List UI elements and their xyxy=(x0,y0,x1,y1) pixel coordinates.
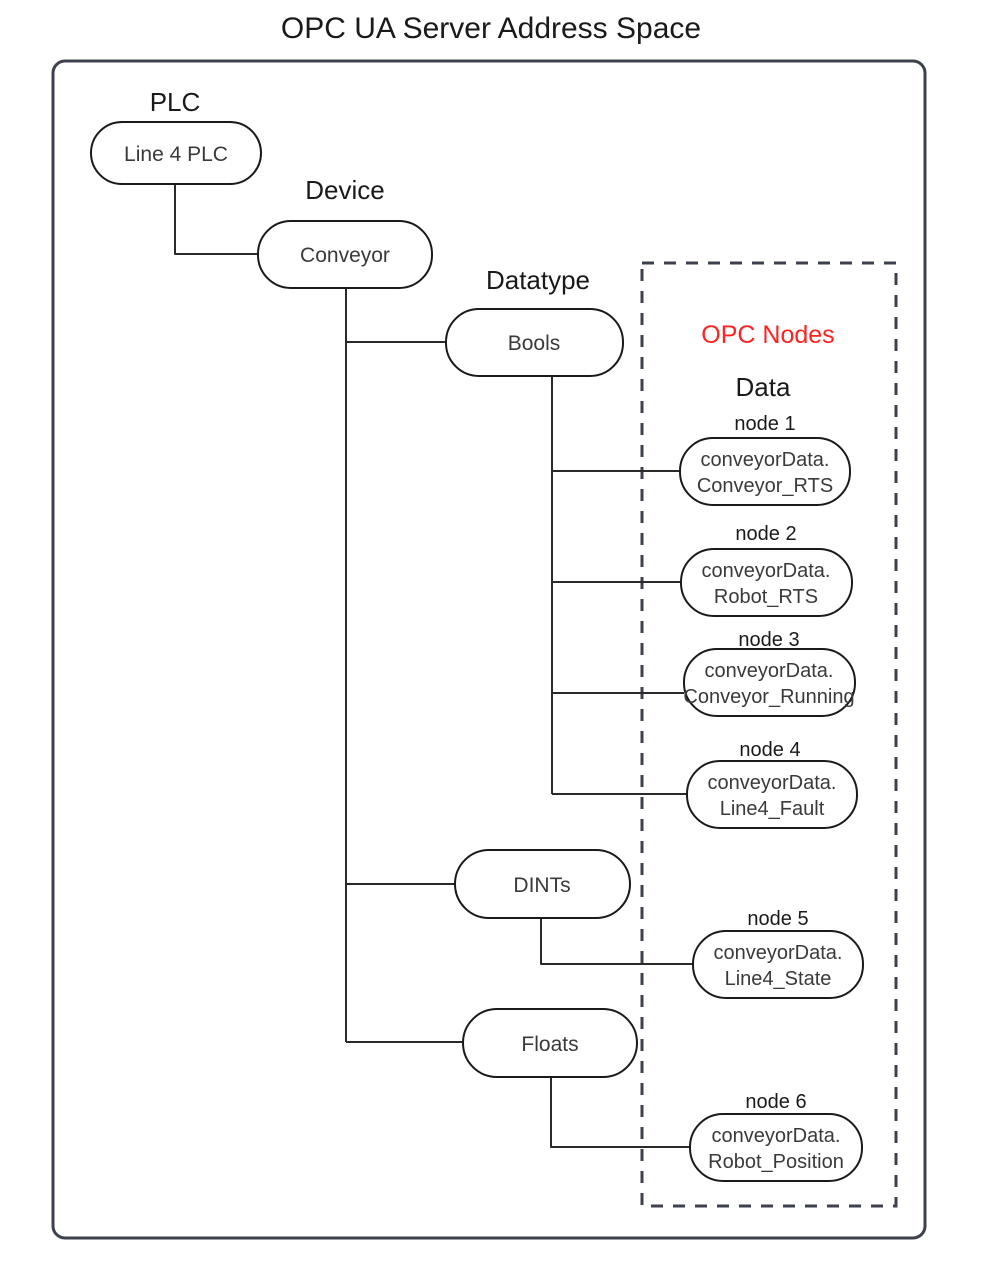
opc-node-1-line2: Conveyor_RTS xyxy=(697,475,833,497)
node-datatype-floats-label: Floats xyxy=(521,1033,578,1056)
opc-node-4[interactable]: node 4 conveyorData. Line4_Fault xyxy=(686,739,858,829)
opc-node-3-shape xyxy=(683,648,856,717)
group-label-opc-nodes: OPC Nodes xyxy=(701,321,834,349)
opc-node-2-shape xyxy=(680,548,853,617)
group-label-datatype: Datatype xyxy=(486,265,590,295)
node-plc-shape xyxy=(90,121,262,185)
node-datatype-floats[interactable]: Floats xyxy=(462,1008,638,1078)
node-datatype-bools-shape xyxy=(445,308,624,377)
node-datatype-dints[interactable]: DINTs xyxy=(454,849,631,919)
node-device-label: Conveyor xyxy=(300,244,390,267)
node-plc[interactable]: Line 4 PLC xyxy=(90,121,262,185)
node-datatype-floats-shape xyxy=(462,1008,638,1078)
opc-node-6[interactable]: node 6 conveyorData. Robot_Position xyxy=(689,1091,863,1182)
opc-node-1-caption: node 1 xyxy=(734,413,795,435)
connector-floats-to-node-6 xyxy=(550,1077,690,1148)
group-label-device: Device xyxy=(305,175,384,205)
node-device-shape xyxy=(257,220,433,289)
node-plc-label: Line 4 PLC xyxy=(124,143,228,166)
opc-node-2[interactable]: node 2 conveyorData. Robot_RTS xyxy=(680,523,853,617)
connector-plc-to-device xyxy=(174,182,258,255)
node-datatype-dints-shape xyxy=(454,849,631,919)
group-label-plc: PLC xyxy=(150,87,201,117)
opc-node-3-line2: Conveyor_Running xyxy=(683,686,854,708)
node-datatype-bools-label: Bools xyxy=(508,332,561,355)
opc-node-2-line1: conveyorData. xyxy=(702,560,831,582)
opc-node-1[interactable]: node 1 conveyorData. Conveyor_RTS xyxy=(679,413,851,506)
opc-node-1-shape xyxy=(679,437,851,506)
node-device[interactable]: Conveyor xyxy=(257,220,433,289)
node-datatype-dints-label: DINTs xyxy=(513,874,570,897)
opc-nodes-region xyxy=(640,261,898,1208)
opc-node-5-line2: Line4_State xyxy=(725,968,832,990)
opc-node-2-line2: Robot_RTS xyxy=(714,586,818,608)
opc-node-2-caption: node 2 xyxy=(735,523,796,545)
opc-node-4-line2: Line4_Fault xyxy=(720,798,825,820)
opc-node-4-caption: node 4 xyxy=(739,739,800,761)
opc-node-5[interactable]: node 5 conveyorData. Line4_State xyxy=(692,908,864,999)
opc-node-3-caption: node 3 xyxy=(738,629,799,651)
opc-node-3-line1: conveyorData. xyxy=(705,660,834,682)
page-title: OPC UA Server Address Space xyxy=(281,12,701,45)
opc-node-3[interactable]: node 3 conveyorData. Conveyor_Running xyxy=(683,629,856,717)
opc-node-4-line1: conveyorData. xyxy=(708,772,837,794)
opc-node-6-shape xyxy=(689,1113,863,1182)
opc-node-6-caption: node 6 xyxy=(745,1091,806,1113)
opc-node-6-line2: Robot_Position xyxy=(708,1151,844,1173)
opc-node-5-shape xyxy=(692,930,864,999)
connector-dints-to-node-5 xyxy=(540,918,693,965)
opc-node-6-line1: conveyorData. xyxy=(712,1125,841,1147)
group-label-data: Data xyxy=(736,372,791,402)
opc-node-4-shape xyxy=(686,760,858,829)
opc-node-5-line1: conveyorData. xyxy=(714,942,843,964)
opc-node-1-line1: conveyorData. xyxy=(701,449,830,471)
opc-node-5-caption: node 5 xyxy=(747,908,808,930)
node-datatype-bools[interactable]: Bools xyxy=(445,308,624,377)
